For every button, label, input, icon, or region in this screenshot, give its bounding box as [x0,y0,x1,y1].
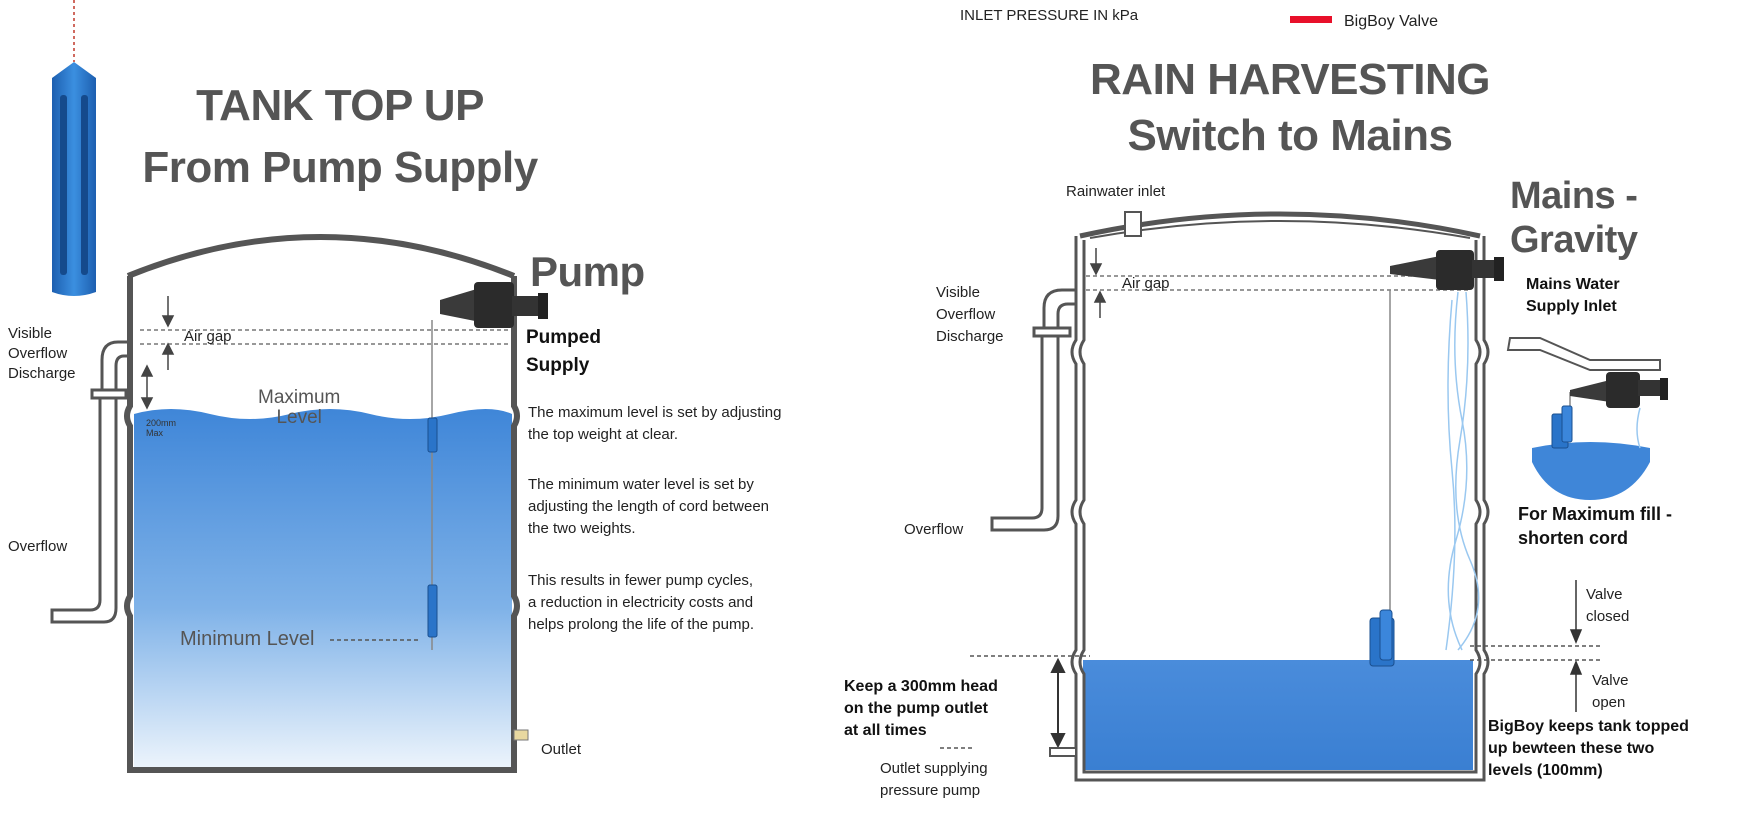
right-tank [940,211,1600,782]
keep-head-label: Keep a 300mm head on the pump outlet at … [844,678,998,739]
left-title-line1: TANK TOP UP [196,81,484,130]
legend-label: BigBoy Valve [1344,13,1438,30]
legend-swatch [1290,16,1332,23]
mm-note: 200mm Max [146,418,177,438]
paragraph-pump-cycles: This results in fewer pump cycles, a red… [528,572,754,633]
left-title-line2: From Pump Supply [142,143,538,192]
minimum-level-label: Minimum Level [180,628,315,650]
valve-open-label: Valve open [1592,672,1629,711]
outlet-label: Outlet [541,741,582,758]
left-overflow-label: Overflow [8,538,68,555]
right-visible-overflow-label: Visible Overflow Discharge [936,284,1004,345]
valve-closed-label: Valve closed [1586,586,1630,625]
float-device-icon [52,0,96,296]
right-title-line1: RAIN HARVESTING [1090,55,1490,104]
water-stream [1445,291,1480,651]
left-tank [50,234,548,773]
max-fill-label: For Maximum fill - shorten cord [1518,504,1673,548]
left-visible-overflow-label: Visible Overflow Discharge [8,325,76,382]
overflow-pipe-right [990,288,1076,532]
max-fill-inset [1506,337,1668,500]
mains-valve-icon [1389,250,1504,640]
mains-gravity-label: Mains - Gravity [1510,175,1638,261]
pumped-supply-label: Pumped Supply [526,327,601,376]
overflow-pipe [50,340,130,624]
left-air-gap-label: Air gap [184,328,232,345]
pump-label: Pump [530,248,645,295]
outlet-supply-label: Outlet supplying pressure pump [880,760,988,799]
right-air-gap-label: Air gap [1122,275,1170,292]
inlet-pressure-label: INLET PRESSURE IN kPa [960,7,1139,24]
paragraph-min-level: The minimum water level is set by adjust… [528,476,770,537]
maximum-level-label: Maximum Level [258,387,341,428]
rainwater-inlet-label: Rainwater inlet [1066,183,1166,200]
bigboy-note-label: BigBoy keeps tank topped up bewteen thes… [1488,718,1689,779]
right-title-line2: Switch to Mains [1127,111,1453,160]
right-overflow-label: Overflow [904,521,964,538]
paragraph-max-level: The maximum level is set by adjusting th… [528,404,782,443]
mains-water-inlet-label: Mains Water Supply Inlet [1526,276,1620,315]
